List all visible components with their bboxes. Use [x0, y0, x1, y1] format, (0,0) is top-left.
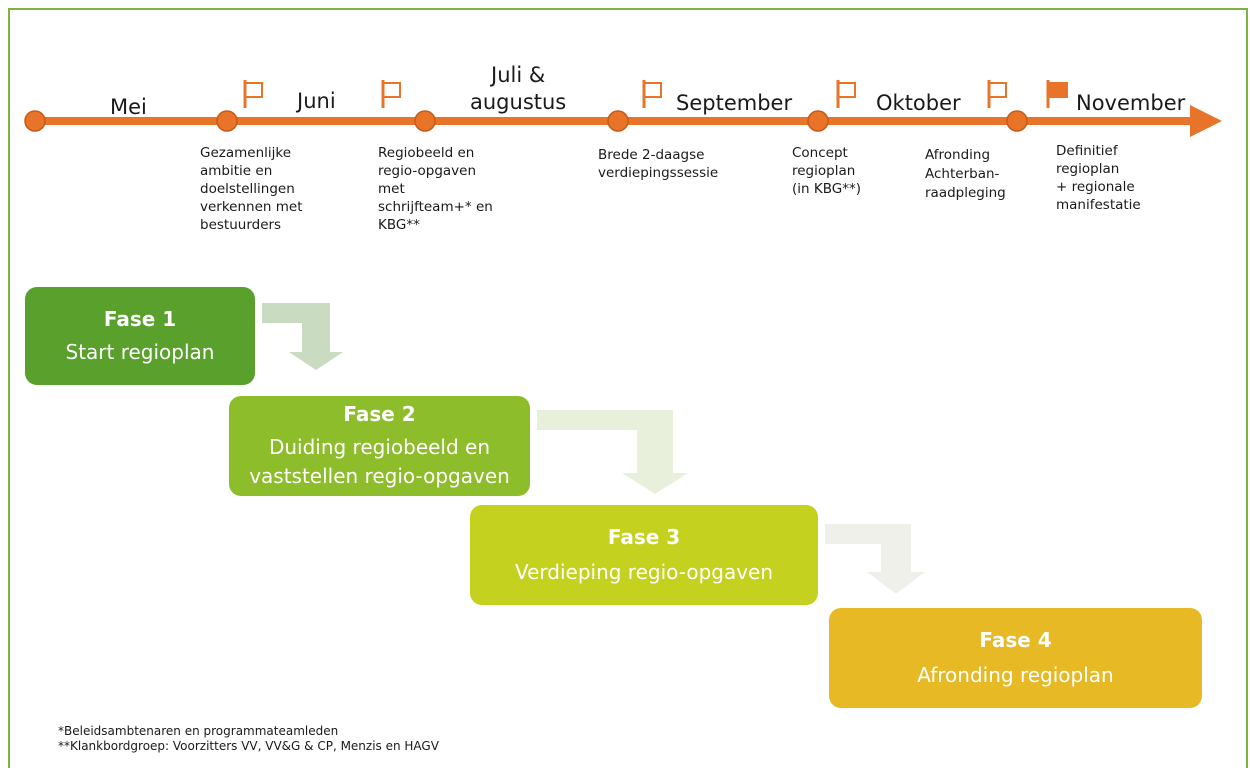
- month-label-juli-augustus: Juli & augustus: [470, 63, 567, 114]
- phase-description: Start regioplan: [65, 339, 215, 364]
- month-label-juni: Juni: [297, 89, 336, 113]
- phase-title: Fase 2: [343, 402, 416, 426]
- phase-box-4: Fase 4 Afronding regioplan: [829, 608, 1202, 708]
- milestone-text: Regiobeeld en regio-opgaven met schrijft…: [378, 145, 493, 233]
- phase-title: Fase 4: [979, 627, 1052, 652]
- phase-connector-arrow-3: [825, 524, 925, 594]
- timeline-node: [807, 110, 829, 132]
- phase-box-2: Fase 2 Duiding regiobeeld en vaststellen…: [229, 396, 530, 496]
- flag-outline-icon: [987, 80, 1007, 108]
- phase-description: Verdieping regio-opgaven: [514, 559, 774, 584]
- timeline-node: [414, 110, 436, 132]
- footnote-1: *Beleidsambtenaren en programmateamleden: [58, 724, 339, 738]
- flag-outline-icon: [836, 80, 856, 108]
- flag-outline-icon: [381, 80, 401, 108]
- month-label-oktober: Oktober: [876, 91, 961, 115]
- timeline-node: [24, 110, 46, 132]
- timeline-node: [1006, 110, 1028, 132]
- month-label-november: November: [1076, 91, 1186, 115]
- milestone-text: Afronding Achterban- raadpleging: [925, 147, 1006, 201]
- flag-outline-icon: [243, 80, 263, 108]
- phase-connector-arrow-1: [262, 303, 343, 370]
- phase-box-3: Fase 3 Verdieping regio-opgaven: [470, 505, 818, 605]
- phase-description: Afronding regioplan: [917, 662, 1114, 687]
- phase-connector-arrow-2: [537, 410, 688, 494]
- milestone-text: Concept regioplan (in KBG**): [792, 145, 861, 197]
- milestone-text: Definitief regioplan + regionale manifes…: [1056, 143, 1141, 213]
- milestone-text: Brede 2-daagse verdiepingssessie: [598, 147, 719, 181]
- milestone-text: Gezamenlijke ambitie en doelstellingen v…: [200, 145, 303, 233]
- flag-filled-icon: [1046, 80, 1068, 108]
- phase-box-1: Fase 1 Start regioplan: [25, 287, 255, 385]
- month-label-september: September: [676, 91, 793, 115]
- phase-title: Fase 3: [607, 524, 681, 549]
- month-label-mei: Mei: [110, 95, 147, 119]
- phase-description: Duiding regiobeeld en vaststellen regio-…: [249, 435, 510, 488]
- flag-outline-icon: [642, 80, 662, 108]
- timeline-node: [607, 110, 629, 132]
- timeline-node: [216, 110, 238, 132]
- footnote-2: **Klankbordgroep: Voorzitters VV, VV&G &…: [58, 739, 439, 753]
- diagram-frame: [8, 8, 1248, 768]
- timeline-arrowhead: [1190, 105, 1222, 137]
- phase-title: Fase 1: [103, 306, 177, 331]
